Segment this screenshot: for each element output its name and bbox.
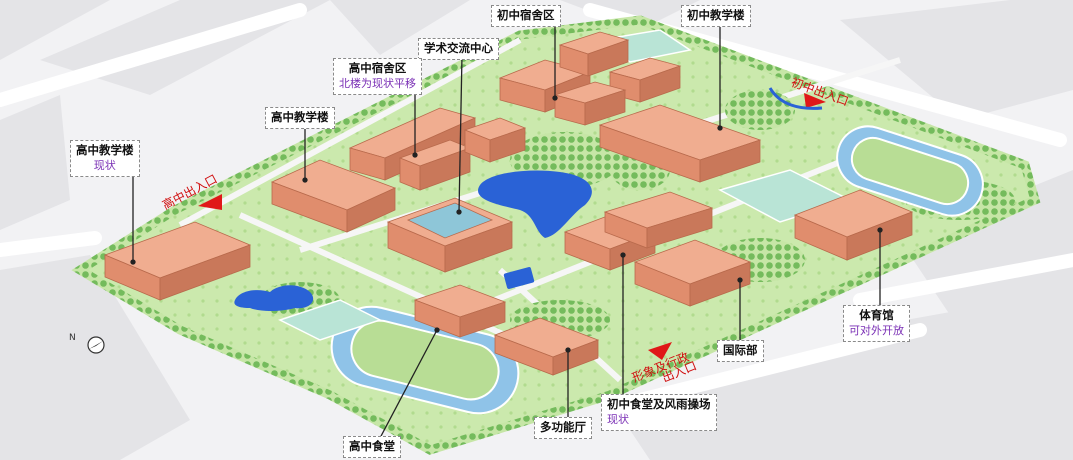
building-academic-center <box>386 197 514 273</box>
label-senior-canteen-text: 高中食堂 <box>349 439 395 453</box>
label-international: 国际部 <box>717 340 764 362</box>
label-gym: 体育馆 可对外开放 <box>843 305 910 342</box>
building-junior-dorm <box>498 31 682 126</box>
junior-gate-curve <box>768 87 823 110</box>
label-junior-canteen: 初中食堂及风雨操场 现状 <box>601 394 717 431</box>
label-academic-center: 学术交流中心 <box>418 38 499 60</box>
gate-arrows <box>198 93 826 360</box>
building-senior-teaching-existing <box>103 221 252 301</box>
label-senior-teaching-existing: 高中教学楼 现状 <box>70 140 140 177</box>
label-senior-teaching: 高中教学楼 <box>265 107 335 129</box>
label-junior-dorm: 初中宿舍区 <box>491 5 561 27</box>
leader-lines <box>130 22 883 439</box>
building-junior-teaching <box>598 104 762 183</box>
label-junior-canteen-text: 初中食堂及风雨操场 <box>607 397 711 411</box>
label-multi-hall-text: 多功能厅 <box>540 420 586 434</box>
building-international <box>633 239 752 307</box>
compass-icon <box>87 336 105 354</box>
label-multi-hall: 多功能厅 <box>534 417 592 439</box>
label-senior-teaching-existing-text: 高中教学楼 <box>76 143 134 157</box>
label-senior-teaching-text: 高中教学楼 <box>271 110 329 124</box>
label-senior-dorm-note: 北楼为现状平移 <box>339 77 416 90</box>
label-junior-dorm-text: 初中宿舍区 <box>497 8 555 22</box>
senior-gate-arrow <box>198 194 222 210</box>
building-senior-canteen <box>413 284 507 338</box>
building-senior-teaching <box>270 159 397 233</box>
buildings <box>103 31 914 376</box>
label-senior-dorm-text: 高中宿舍区 <box>348 61 407 75</box>
lakes <box>234 170 592 311</box>
label-junior-canteen-note: 现状 <box>607 413 629 426</box>
main-gate-arrow <box>648 342 672 360</box>
label-gym-text: 体育馆 <box>859 308 894 322</box>
building-multi-hall <box>493 317 600 376</box>
junior-track <box>836 125 984 217</box>
building-junior-canteen <box>563 191 714 271</box>
label-junior-teaching-text: 初中教学楼 <box>687 8 745 22</box>
label-international-text: 国际部 <box>723 343 758 357</box>
label-senior-dorm: 高中宿舍区 北楼为现状平移 <box>333 58 422 95</box>
compass-label: N <box>69 333 76 343</box>
junior-gate-arrow <box>804 93 826 108</box>
label-senior-canteen: 高中食堂 <box>343 436 401 458</box>
building-senior-dorm <box>348 107 527 191</box>
label-junior-teaching: 初中教学楼 <box>681 5 751 27</box>
label-academic-center-text: 学术交流中心 <box>424 41 493 55</box>
label-gym-note: 可对外开放 <box>849 324 904 337</box>
label-senior-teaching-existing-note: 现状 <box>93 159 116 172</box>
